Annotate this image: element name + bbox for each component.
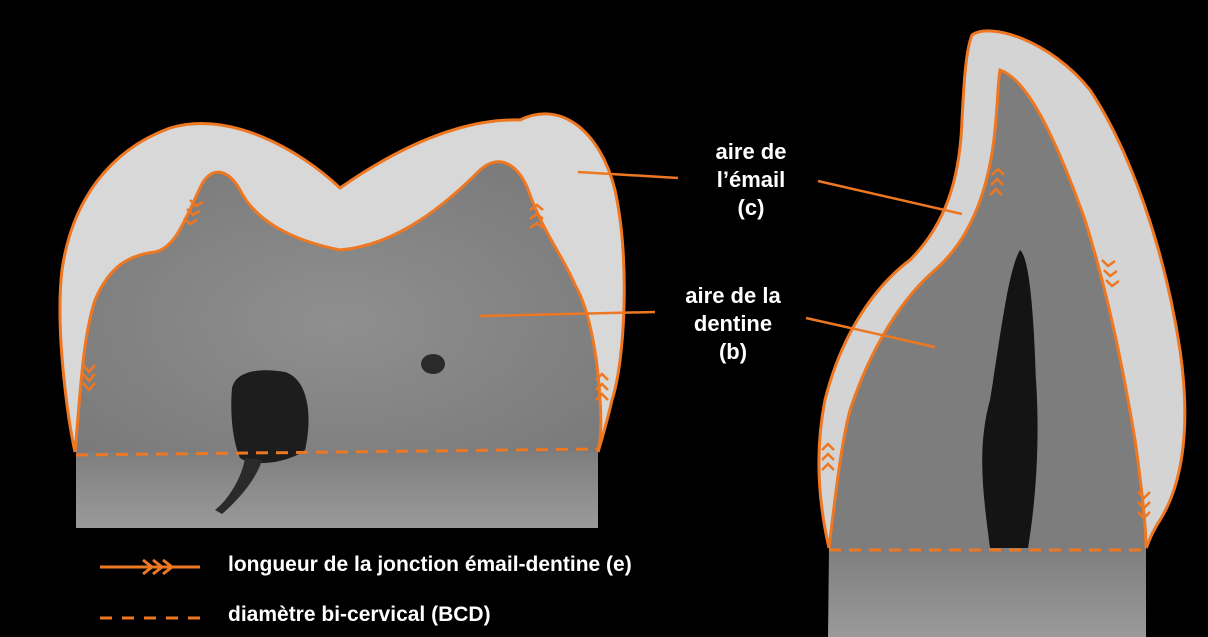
molar-pulp-horn xyxy=(421,354,445,374)
legend-edj-label: longueur de la jonction émail-dentine (e… xyxy=(228,553,632,577)
legend-bcd-label: diamètre bi-cervical (BCD) xyxy=(228,603,491,627)
incisor-root xyxy=(828,548,1146,637)
dentine-label-line1: aire de la xyxy=(658,282,808,310)
molar-root xyxy=(76,452,598,528)
molar-pulp-chamber xyxy=(231,370,308,463)
enamel-area-label: aire de l’émail (c) xyxy=(680,138,822,222)
dentine-label-line3: (b) xyxy=(658,338,808,366)
dentine-area-label: aire de la dentine (b) xyxy=(658,282,808,366)
enamel-label-line3: (c) xyxy=(680,194,822,222)
enamel-label-line1: aire de xyxy=(680,138,822,166)
dentine-label-line2: dentine xyxy=(658,310,808,338)
enamel-label-line2: l’émail xyxy=(680,166,822,194)
